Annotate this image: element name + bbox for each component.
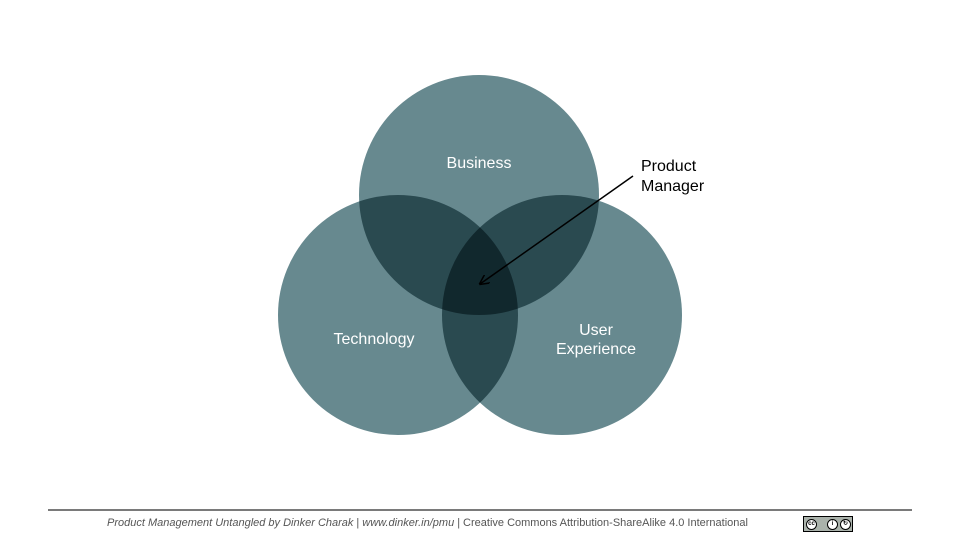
arrow [480, 175, 634, 284]
label-technology: Technology [334, 331, 415, 348]
circle-technology [278, 195, 518, 435]
circle-user-experience [442, 195, 682, 435]
footer-license: Creative Commons Attribution-ShareAlike … [463, 517, 748, 529]
footer-divider [48, 509, 912, 511]
annotation-manager: Manager [641, 178, 705, 195]
label-experience: Experience [556, 341, 636, 358]
footer-url[interactable]: www.dinker.in/pmu [362, 517, 455, 529]
footer: Product Management Untangled by Dinker C… [107, 517, 748, 529]
footer-separator: | [356, 517, 360, 529]
footer-book: Product Management Untangled by Dinker C… [107, 517, 354, 529]
annotation-product: Product [641, 158, 697, 175]
label-user: User [579, 322, 613, 339]
label-business: Business [447, 155, 512, 172]
footer-separator: | [457, 517, 461, 529]
